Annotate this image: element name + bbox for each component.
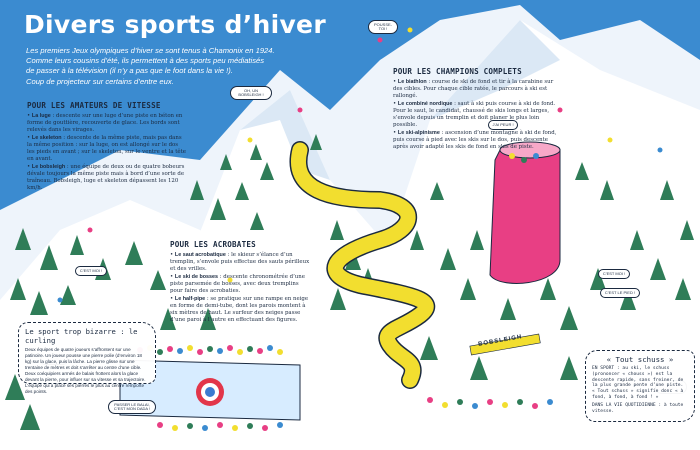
- item-text: : course de ski de fond et tir à la cara…: [393, 79, 554, 99]
- crowd: [137, 153, 553, 431]
- intro-line: Coup de projecteur sur certains d’entre …: [26, 76, 174, 86]
- speech-bubble: C’EST LE PIED !: [600, 288, 640, 298]
- box-text: DANS LA VIE QUOTIDIENNE : à toute vitess…: [592, 402, 684, 414]
- speech-bubble: C’EST MOI !: [598, 269, 630, 279]
- item-text: : une équipe de deux ou de quatre bobeur…: [27, 164, 185, 191]
- section-item: • Le half-pipe : se pratique sur une ram…: [170, 296, 309, 323]
- section-champions: POUR LES CHAMPIONS COMPLETS • Le biathlo…: [393, 67, 563, 152]
- intro-text: Les premiers Jeux olympiques d’hiver se …: [26, 46, 286, 87]
- curling-box: Le sport trop bizarre : le curling Deux …: [18, 322, 156, 394]
- section-item: • Le combiné nordique : saut à ski puis …: [393, 101, 556, 128]
- section-item: • Le saut acrobatique : le skieur s’élan…: [170, 252, 310, 272]
- item-text: : descente chronométrée d’une piste pars…: [170, 274, 305, 294]
- section-acrobates: POUR LES ACROBATES • Le saut acrobatique…: [170, 240, 310, 325]
- page-title: Divers sports d’hiver: [24, 10, 326, 39]
- skiers: [57, 27, 663, 303]
- item-text: : se pratique sur une rampe en neige en …: [170, 296, 309, 323]
- box-title: Le sport trop bizarre : le curling: [25, 327, 138, 345]
- item-term: Le ski-alpinisme: [397, 130, 440, 136]
- speech-bubble: POUSSE-TOI !: [368, 20, 398, 35]
- section-item: • Le biathlon : course de ski de fond et…: [393, 79, 554, 99]
- trees: [5, 134, 694, 430]
- item-term: Le combiné nordique: [397, 101, 453, 107]
- item-term: Le bobsleigh: [31, 164, 66, 170]
- item-term: Le biathlon: [397, 79, 427, 85]
- box-text: EN SPORT : au ski, le schuss (prononcer …: [592, 366, 684, 400]
- section-title: POUR LES AMATEURS DE VITESSE: [27, 101, 161, 110]
- box-title: « Tout schuss »: [606, 355, 674, 364]
- item-text: : le skieur s’élance d’un tremplin, s’en…: [170, 252, 310, 272]
- item-term: Le half-pipe: [174, 296, 206, 302]
- section-item: • La luge : descente sur une luge d’une …: [27, 113, 183, 133]
- item-term: Le ski de bosses: [174, 274, 219, 280]
- item-term: Le saut acrobatique: [174, 252, 226, 258]
- speech-bubble: C’EST MOI !: [75, 266, 107, 276]
- section-title: POUR LES ACROBATES: [170, 240, 256, 249]
- banner-bg: [469, 333, 541, 356]
- box-text: Deux équipes de quatre joueurs s’affront…: [25, 347, 146, 394]
- section-item: • Le bobsleigh : une équipe de deux ou d…: [27, 164, 185, 191]
- item-text: : descente sur une luge d’une piste en b…: [27, 113, 183, 133]
- item-text: : descente de la même piste, mais pas da…: [27, 135, 186, 162]
- section-item: • Le skeleton : descente de la même pist…: [27, 135, 186, 162]
- item-term: La luge: [31, 113, 51, 119]
- half-pipe: [489, 142, 561, 284]
- intro-line: Les premiers Jeux olympiques d’hiver se …: [26, 46, 275, 55]
- section-item: • Le ski de bosses : descente chronométr…: [170, 274, 305, 294]
- speech-bubble: OH, UN BOBSLEIGH !: [230, 86, 272, 101]
- speech-bubble: J’AI PEUR !: [488, 120, 518, 130]
- tout-schuss-box: « Tout schuss » EN SPORT : au ski, le sc…: [585, 350, 695, 422]
- intro-line: de passer à la télévision (il n’y a pas …: [26, 66, 233, 76]
- item-text: : ascension d’une montagne à ski de fond…: [393, 130, 557, 150]
- section-vitesse: POUR LES AMATEURS DE VITESSE • La luge :…: [27, 101, 187, 193]
- section-item: • Le ski-alpinisme : ascension d’une mon…: [393, 130, 557, 150]
- item-text: : saut à ski puis course à ski de fond. …: [393, 101, 556, 128]
- speech-bubble: PASSER LE BALAI, C’EST MON DADA !: [108, 400, 156, 415]
- section-title: POUR LES CHAMPIONS COMPLETS: [393, 67, 522, 76]
- intro-line: Comme leurs cousins d’été, ils permetten…: [26, 56, 265, 66]
- item-term: Le skeleton: [31, 135, 62, 141]
